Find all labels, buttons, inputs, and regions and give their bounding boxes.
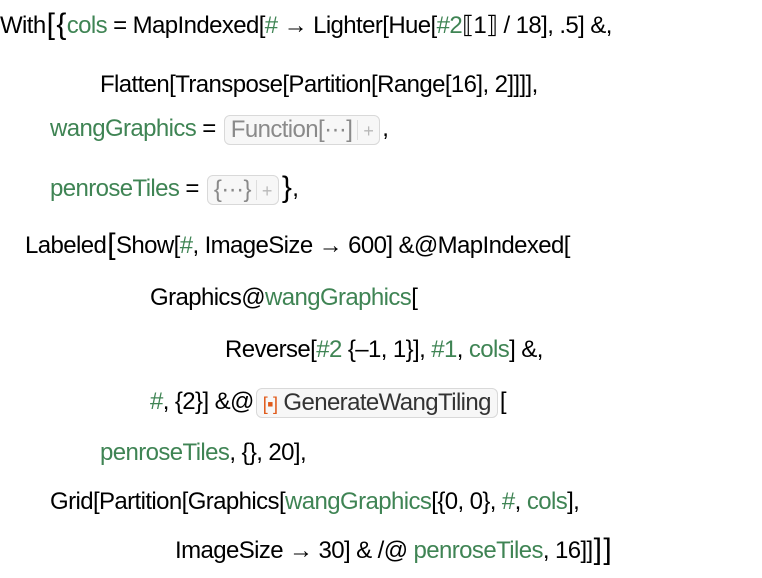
code-token: {–1, 1}], xyxy=(341,336,432,363)
variable-token: penroseTiles xyxy=(413,537,544,564)
code-token: Flatten[Transpose[Partition[Range[16], 2… xyxy=(100,71,538,98)
code-token: , xyxy=(456,336,469,363)
bracket-token: [ xyxy=(46,8,55,41)
variable-token: # xyxy=(179,232,193,259)
variable-token: penroseTiles xyxy=(50,175,180,202)
iconized-label: Function[···] xyxy=(230,115,353,143)
code-token: = MapIndexed[ xyxy=(107,12,265,39)
code-token: ], xyxy=(567,488,580,515)
resource-function-icon: [▪] xyxy=(262,393,278,414)
code-token: With xyxy=(0,12,46,39)
code-token: ] &, xyxy=(509,336,543,363)
variable-token: # xyxy=(501,488,515,515)
code-token: Reverse[ xyxy=(225,336,317,363)
variable-token: wangGraphics xyxy=(265,284,412,311)
resource-function-name: GenerateWangTiling xyxy=(283,388,491,416)
divider xyxy=(357,120,359,141)
code-token: , xyxy=(382,115,389,142)
code-token: Labeled xyxy=(25,232,107,259)
code-token: = xyxy=(196,115,222,142)
code-token: , xyxy=(514,488,527,515)
code-token: , {2}] &@ xyxy=(162,388,255,415)
bracket-token: [ xyxy=(107,228,115,261)
variable-token: #2 xyxy=(436,12,463,39)
code-line: Reverse[#2 {–1, 1}], #1, cols] &, xyxy=(225,333,543,367)
code-line: Labeled[Show[#, ImageSize → 600] &@MapIn… xyxy=(25,228,570,262)
code-line: #, {2}] &@ [▪] GenerateWangTiling [ xyxy=(150,385,507,419)
code-token: , xyxy=(292,175,299,202)
divider xyxy=(255,180,257,201)
code-token: , ImageSize → 600] &@MapIndexed[ xyxy=(192,232,570,259)
variable-token: cols xyxy=(66,12,108,39)
bracket-token: ] xyxy=(593,533,602,566)
code-line: Grid[Partition[Graphics[wangGraphics[{0,… xyxy=(50,485,580,519)
code-line: ImageSize → 30] & /@ penroseTiles, 16]]]… xyxy=(175,533,612,567)
code-line: Graphics@wangGraphics[ xyxy=(150,281,418,315)
code-token: Grid[Partition[Graphics[ xyxy=(50,488,286,515)
variable-token: cols xyxy=(468,336,510,363)
variable-token: # xyxy=(150,388,163,415)
code-token: , 16]] xyxy=(542,537,593,564)
resource-function-box[interactable]: [▪] GenerateWangTiling xyxy=(255,387,498,418)
code-token: → Lighter[Hue[ xyxy=(277,12,438,39)
code-line: Flatten[Transpose[Partition[Range[16], 2… xyxy=(100,68,538,102)
code-token: [ xyxy=(499,388,507,415)
variable-token: cols xyxy=(526,488,568,515)
iconized-expression-box[interactable]: Function[···] + xyxy=(223,114,381,145)
code-token: Show[ xyxy=(115,232,180,259)
bracket-token: ] xyxy=(603,533,612,566)
variable-token: #1 xyxy=(431,336,457,363)
code-line: penroseTiles, {}, 20], xyxy=(100,436,307,470)
bracket-token: } xyxy=(281,171,292,204)
code-line: With[{cols = MapIndexed[# → Lighter[Hue[… xyxy=(0,8,612,42)
code-token: ImageSize → 30] & /@ xyxy=(175,537,414,564)
variable-token: # xyxy=(264,12,278,39)
bracket-token: { xyxy=(56,8,66,41)
expand-plus-icon[interactable]: + xyxy=(261,180,273,201)
code-line: penroseTiles = {···} +}, xyxy=(50,171,299,205)
iconized-label: {···} xyxy=(213,175,252,203)
code-token: = xyxy=(179,175,205,202)
code-token: , {}, 20], xyxy=(229,439,307,466)
variable-token: wangGraphics xyxy=(50,115,197,142)
code-line: wangGraphics = Function[···] +, xyxy=(50,112,389,146)
code-token: ⟦1⟧ / 18], .5] &, xyxy=(462,12,612,39)
code-token: [{0, 0}, xyxy=(431,488,502,515)
variable-token: #2 xyxy=(316,336,342,363)
variable-token: penroseTiles xyxy=(100,439,230,466)
iconized-expression-box[interactable]: {···} + xyxy=(206,174,279,205)
variable-token: wangGraphics xyxy=(285,488,432,515)
expand-plus-icon[interactable]: + xyxy=(363,120,374,141)
code-token: [ xyxy=(411,284,418,311)
code-token: Graphics@ xyxy=(150,284,266,311)
